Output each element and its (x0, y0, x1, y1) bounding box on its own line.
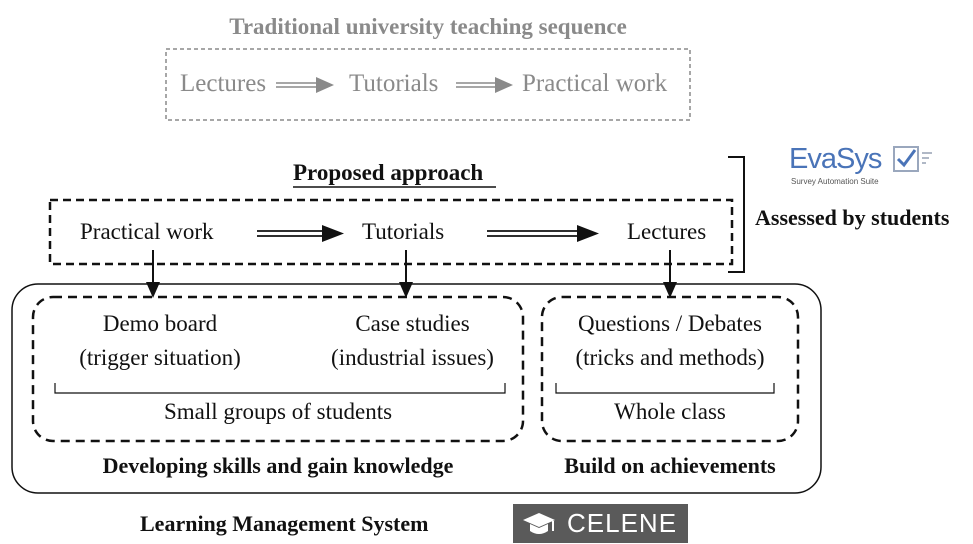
questions-debates-title: Questions / Debates (578, 311, 762, 336)
evasys-name: EvaSys (789, 143, 882, 175)
celene-label: CELENE (567, 508, 678, 538)
developing-skills-caption: Developing skills and gain knowledge (102, 453, 454, 478)
proposed-arrow-1 (257, 225, 344, 242)
evasys-tagline: Survey Automation Suite (791, 177, 879, 186)
assessed-bracket (728, 156, 745, 273)
questions-debates-subtitle: (tricks and methods) (575, 345, 765, 370)
traditional-step-practical: Practical work (522, 70, 668, 97)
down-arrow-practical (146, 250, 160, 298)
proposed-arrow-2 (487, 225, 599, 242)
right-group-brace (555, 383, 775, 394)
small-groups-label: Small groups of students (163, 399, 393, 424)
traditional-arrow-1 (276, 77, 334, 93)
evasys-check-icon (893, 146, 919, 172)
traditional-step-lectures: Lectures (180, 70, 267, 97)
proposed-title: Proposed approach (293, 160, 484, 185)
proposed-step-practical: Practical work (80, 219, 214, 244)
assessed-label: Assessed by students (755, 205, 950, 230)
celene-logo: CELENE (513, 504, 688, 543)
build-on-achievements-caption: Build on achievements (564, 453, 776, 478)
traditional-box (165, 48, 691, 121)
proposed-box (48, 198, 734, 266)
case-studies-title: Case studies (355, 311, 470, 336)
lms-label: Learning Management System (140, 511, 429, 536)
proposed-step-tutorials: Tutorials (362, 219, 445, 244)
outer-container (11, 283, 822, 494)
graduation-cap-icon (521, 509, 557, 539)
whole-class-label: Whole class (614, 399, 726, 424)
traditional-step-tutorials: Tutorials (349, 70, 439, 97)
traditional-title: Traditional university teaching sequence (229, 14, 627, 39)
left-group-brace (54, 383, 506, 394)
evasys-logo: EvaSys Survey Automation Suite (789, 143, 939, 193)
traditional-arrow-2 (456, 77, 513, 93)
evasys-lines-icon (920, 150, 934, 166)
demo-board-title: Demo board (102, 311, 218, 336)
right-group-box (540, 295, 800, 443)
case-studies-subtitle: (industrial issues) (331, 345, 494, 370)
down-arrow-tutorials (399, 250, 413, 298)
proposed-step-lectures: Lectures (627, 219, 707, 244)
left-group-box (31, 295, 525, 443)
down-arrow-lectures (663, 250, 677, 298)
demo-board-subtitle: (trigger situation) (79, 345, 241, 370)
